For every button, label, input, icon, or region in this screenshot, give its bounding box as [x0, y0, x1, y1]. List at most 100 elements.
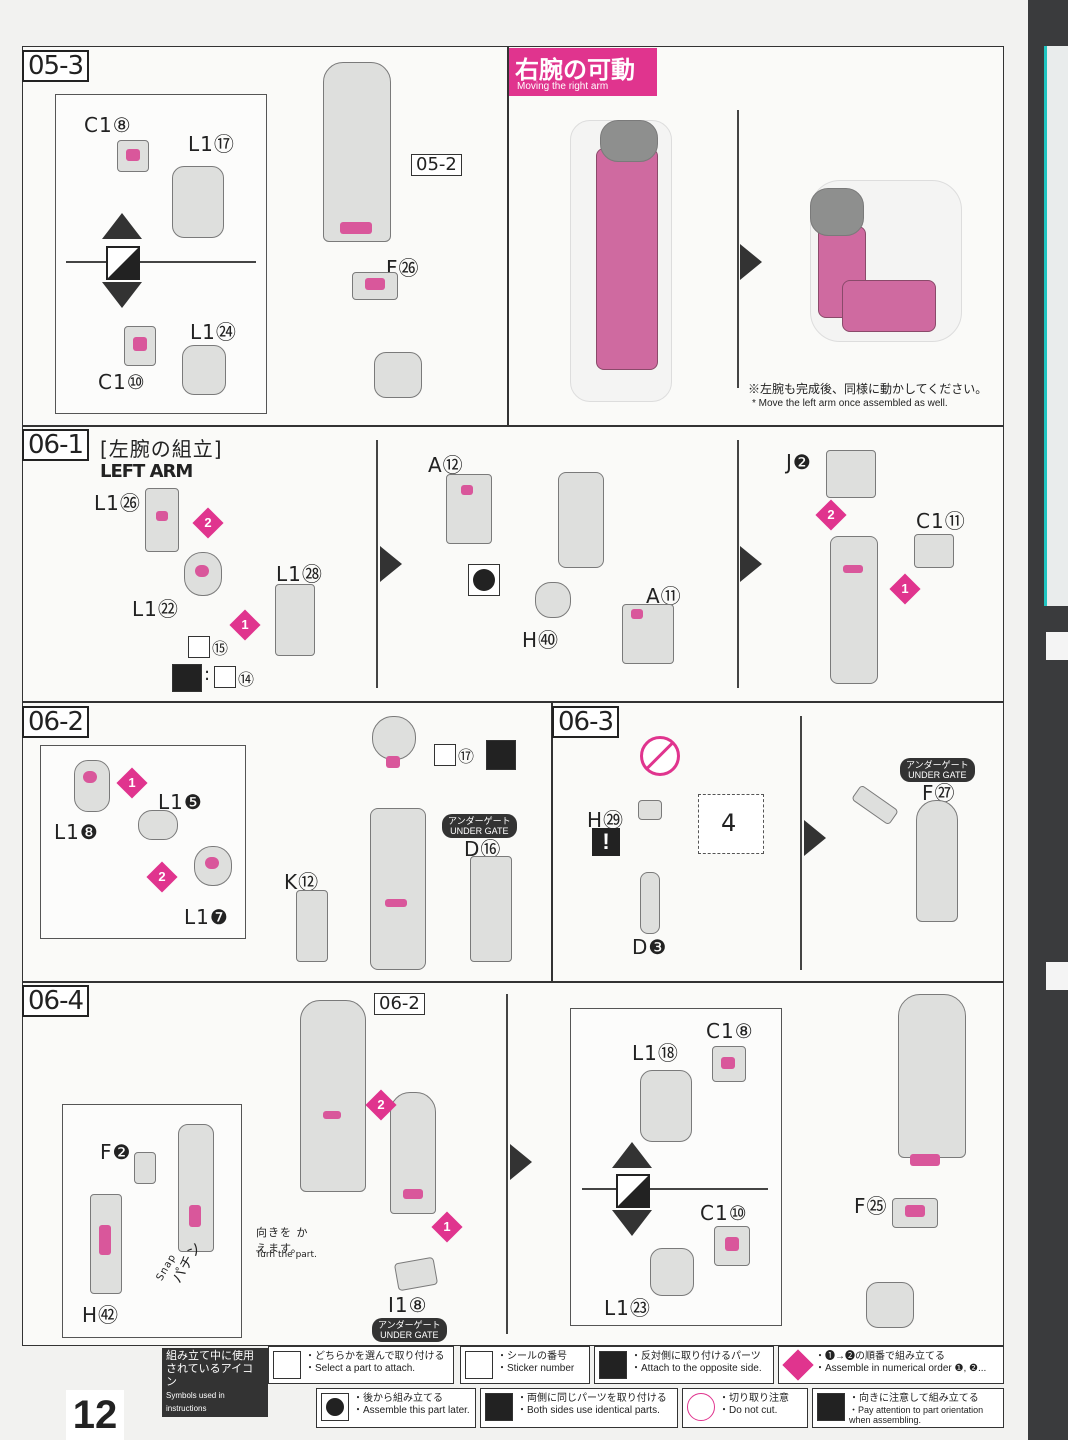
legend-title-jp: 組み立て中に使用されているアイコン	[166, 1350, 254, 1388]
order-mark-2-text: 2	[204, 515, 212, 530]
fist-hand-part-b	[650, 1248, 694, 1296]
part-f27-piece	[916, 800, 958, 922]
next-page-tab-2	[1046, 962, 1068, 990]
legend-title-en: Symbols used in instructions	[166, 1391, 225, 1413]
part-k12-piece	[296, 890, 328, 962]
select-part-icon	[273, 1351, 301, 1379]
part-c111-piece	[914, 534, 954, 568]
caution-icon: !	[592, 828, 620, 856]
upper-arm-06-1	[558, 472, 604, 568]
order-mark-1-text: 1	[241, 617, 249, 632]
part-label-l117: L1⑰	[188, 132, 235, 156]
part-h42-piece	[90, 1194, 122, 1294]
step-number-05-3: 05-3	[22, 50, 90, 82]
sticker-icon-2	[214, 666, 236, 688]
part-label-l18: L1❽	[54, 820, 99, 844]
colon-separator: :	[204, 664, 212, 685]
legend-item-opposite: ・反対側に取り付けるパーツ・Attach to the opposite sid…	[594, 1346, 774, 1384]
armor-plate-06-4	[178, 1124, 214, 1252]
shoulder-ball-06-2	[372, 716, 416, 760]
part-j2-piece	[826, 450, 876, 498]
part-d16-piece	[470, 856, 512, 962]
under-gate-en-2: UNDER GATE	[908, 770, 967, 780]
order-mark-2c: 2	[146, 861, 178, 893]
part-label-a12: A⑫	[428, 453, 464, 477]
sticker-number-14: ⑭	[238, 670, 256, 689]
legend-item-later: ・後から組み立てる・Assemble this part later.	[316, 1388, 476, 1428]
order-legend-icon	[782, 1349, 814, 1381]
step-arrow-06-1-a	[380, 546, 402, 582]
legend-4-jp: ・後から組み立てる	[353, 1393, 443, 1404]
part-label-i18: I1⑧	[388, 1293, 428, 1317]
legend-7-en: ・Pay attention to part orientation when …	[849, 1405, 984, 1425]
option-divider-06-4	[582, 1188, 768, 1190]
part-l15-piece	[138, 810, 178, 840]
legend-item-both: ・両側に同じパーツを取り付ける・Both sides use identical…	[480, 1388, 678, 1428]
arm-assembly-05-3	[323, 62, 391, 242]
legend-2-en: ・Attach to the opposite side.	[631, 1363, 762, 1374]
opposite-side-icon	[172, 664, 202, 692]
part-f25-piece	[892, 1198, 938, 1228]
part-label-c110-b: C1⑩	[700, 1201, 748, 1225]
part-c110-piece-b	[714, 1226, 750, 1266]
left-arm-title-jp: [左腕の組立]	[100, 437, 223, 461]
part-f26-piece	[352, 272, 398, 300]
order-mark-1: 1	[229, 609, 261, 641]
do-not-cut-legend-icon	[687, 1393, 715, 1421]
arm-assembly-06-1	[830, 536, 878, 684]
sticker-number-17: ⑰	[458, 747, 476, 766]
legend-4-en: ・Assemble this part later.	[353, 1405, 470, 1416]
ref-step-06-2: 06-2	[374, 993, 425, 1015]
movement-divider	[737, 110, 739, 388]
under-gate-jp-2: アンダーゲート	[906, 760, 969, 770]
legend-6-en: ・Do not cut.	[719, 1405, 778, 1416]
order-mark-2: 2	[192, 507, 224, 539]
right-arm-title-en: Moving the right arm	[517, 81, 609, 92]
part-label-f25: F㉕	[854, 1194, 888, 1218]
legend-1-en: ・Sticker number	[497, 1363, 575, 1374]
part-l128-piece	[275, 584, 315, 656]
next-page-edge	[1028, 0, 1068, 1440]
step-06-4-divider	[506, 994, 508, 1334]
legend-5-en: ・Both sides use identical parts.	[517, 1405, 660, 1416]
movement-arrow	[740, 244, 762, 280]
order-mark-1c-text: 1	[128, 775, 136, 790]
part-a12-piece	[446, 474, 492, 544]
down-arrow-icon-b	[612, 1210, 652, 1236]
part-label-f2: F❷	[100, 1140, 132, 1164]
part-label-c110: C1⑩	[98, 370, 146, 394]
order-mark-1b: 1	[889, 573, 921, 605]
down-arrow-icon	[102, 282, 142, 308]
order-mark-1d: 1	[431, 1211, 463, 1243]
arm-straight-shoulder	[600, 120, 658, 162]
instruction-page: 05-3 C1⑧ L1⑰ L1㉔ C1⑩ 05-2 F㉖ 右腕の可動 Movin…	[0, 0, 1028, 1440]
right-arm-title-jp: 右腕の可動	[515, 57, 635, 84]
part-label-l126: L1㉖	[94, 491, 141, 515]
part-h29-piece	[638, 800, 662, 820]
callout-box: 4	[698, 794, 764, 854]
right-arm-title: 右腕の可動 Moving the right arm	[509, 48, 657, 96]
caution-legend-icon	[817, 1393, 845, 1421]
part-label-l122: L1㉒	[132, 597, 179, 621]
fist-on-arm-part-b	[866, 1282, 914, 1328]
sticker-icon-3	[434, 744, 456, 766]
part-label-c18-b: C1⑧	[706, 1019, 754, 1043]
part-l17-piece	[194, 846, 232, 886]
legend-item-orientation: ・向きに注意して組み立てる・Pay attention to part orie…	[812, 1388, 1004, 1428]
legend-7-jp: ・向きに注意して組み立てる	[849, 1393, 979, 1404]
sticker-number-15: ⑮	[212, 639, 230, 658]
callout-number: 4	[721, 809, 738, 837]
legend-0-en: ・Select a part to attach.	[305, 1363, 416, 1374]
order-mark-1b-text: 1	[901, 581, 909, 596]
part-f2-piece	[134, 1152, 156, 1184]
open-hand-part	[172, 166, 224, 238]
arm-bent-lower	[842, 280, 936, 332]
forearm-armor-06-4	[390, 1092, 436, 1214]
legend-3-jp: ・❶→❷の順番で組み立てる	[815, 1351, 945, 1362]
left-arm-note-en: * Move the left arm once assembled as we…	[752, 398, 948, 409]
part-l122-piece	[184, 552, 222, 596]
legend-item-nocut: ・切り取り注意・Do not cut.	[682, 1388, 808, 1428]
